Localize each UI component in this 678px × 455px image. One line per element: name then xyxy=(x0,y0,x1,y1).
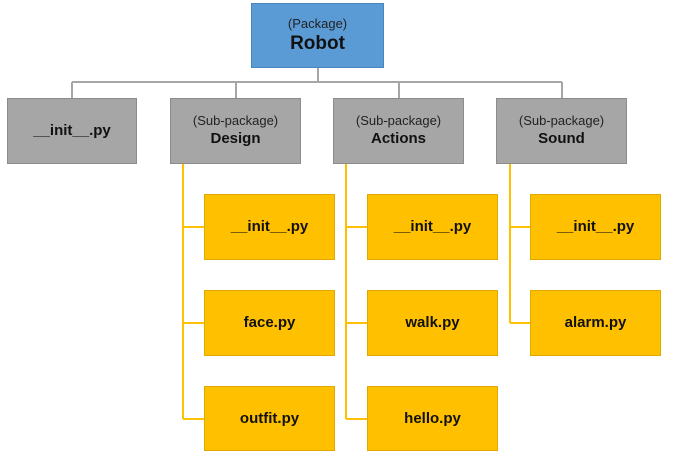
module-name: outfit.py xyxy=(239,409,300,427)
module-name: __init__.py xyxy=(33,122,111,139)
subpackage-tag: (Sub-package) xyxy=(192,113,279,128)
module-design-init: __init__.py xyxy=(204,194,335,260)
module-name: alarm.py xyxy=(564,314,627,331)
subpackage-design: (Sub-package) Design xyxy=(170,98,301,164)
subpackage-tag: (Sub-package) xyxy=(355,113,442,128)
module-name: __init__.py xyxy=(556,218,635,235)
module-design-face: face.py xyxy=(204,290,335,356)
module-init-top: __init__.py xyxy=(7,98,137,164)
module-sound-init: __init__.py xyxy=(530,194,661,260)
subpackage-name: Sound xyxy=(538,130,585,147)
module-actions-walk: walk.py xyxy=(367,290,498,356)
subpackage-actions: (Sub-package) Actions xyxy=(333,98,464,164)
root-connectors xyxy=(71,68,563,98)
module-name: __init__.py xyxy=(230,218,309,235)
module-name: hello.py xyxy=(404,409,461,427)
module-name: face.py xyxy=(243,314,296,331)
module-design-outfit: outfit.py xyxy=(204,386,335,451)
module-sound-alarm: alarm.py xyxy=(530,290,661,356)
subpackage-name: Design xyxy=(210,130,261,147)
subpackage-name: Actions xyxy=(370,130,426,147)
module-actions-init: __init__.py xyxy=(367,194,498,260)
package-name: Robot xyxy=(290,32,345,54)
subpackage-tag: (Sub-package) xyxy=(518,113,605,128)
module-name: __init__.py xyxy=(393,218,472,235)
module-name: walk.py xyxy=(405,314,460,331)
subpackage-sound: (Sub-package) Sound xyxy=(496,98,627,164)
module-actions-hello: hello.py xyxy=(367,386,498,451)
package-tag: (Package) xyxy=(287,15,348,31)
module-connectors xyxy=(182,164,530,420)
package-robot: (Package) Robot xyxy=(251,3,384,68)
